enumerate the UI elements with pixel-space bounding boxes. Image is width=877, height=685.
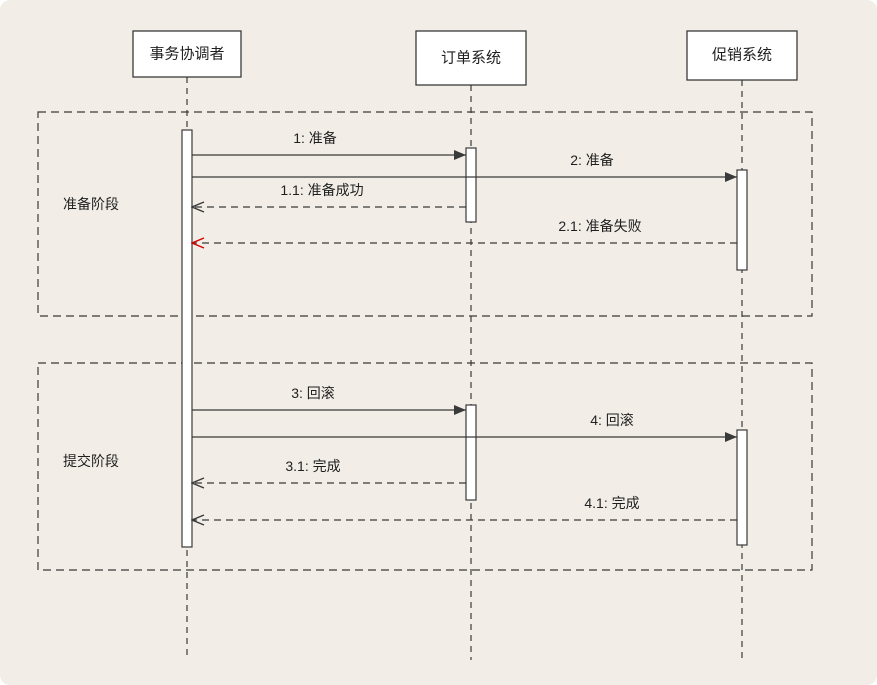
fragment-commit-phase: 提交阶段 <box>37 362 813 571</box>
participant-order-system: 订单系统 <box>415 30 527 86</box>
message-3: 3: 回滚 <box>192 385 466 415</box>
message-3-1-label: 3.1: 完成 <box>285 458 340 474</box>
message-4-label: 4: 回滚 <box>590 412 634 428</box>
message-3-1: 3.1: 完成 <box>192 458 466 483</box>
activation-promotion-commit <box>736 429 748 546</box>
message-1-1: 1.1: 准备成功 <box>192 182 466 207</box>
fragment-prepare-label: 准备阶段 <box>63 196 119 212</box>
message-4-1-label: 4.1: 完成 <box>584 495 639 511</box>
fragment-prepare-phase: 准备阶段 <box>37 111 813 317</box>
participant-coordinator: 事务协调者 <box>132 30 242 78</box>
participant-label-promotion-system: 促销系统 <box>712 47 772 64</box>
fragment-prepare-border <box>37 111 813 317</box>
fragment-commit-border <box>37 362 813 571</box>
message-2-label: 2: 准备 <box>570 152 614 168</box>
message-2-1-error: 2.1: 准备失败 <box>192 218 737 243</box>
message-4: 4: 回滚 <box>192 412 737 442</box>
message-2-1-label: 2.1: 准备失败 <box>558 218 641 234</box>
participant-box-order-system <box>415 30 527 86</box>
message-1-1-label: 1.1: 准备成功 <box>280 182 363 198</box>
activation-coordinator <box>181 129 193 548</box>
message-3-label: 3: 回滚 <box>291 385 335 401</box>
message-1-label: 1: 准备 <box>293 130 337 146</box>
fragment-commit-label: 提交阶段 <box>63 453 119 469</box>
message-1: 1: 准备 <box>192 130 466 160</box>
message-4-1: 4.1: 完成 <box>192 495 737 520</box>
activation-promotion-prepare <box>736 169 748 271</box>
participant-box-promotion-system <box>686 30 798 81</box>
participant-promotion-system: 促销系统 <box>686 30 798 81</box>
participant-box-coordinator <box>132 30 242 78</box>
activation-order-commit <box>465 404 477 501</box>
activation-order-prepare <box>465 147 477 223</box>
participant-label-coordinator: 事务协调者 <box>149 46 224 63</box>
participant-label-order-system: 订单系统 <box>441 50 501 67</box>
message-2: 2: 准备 <box>192 152 737 182</box>
